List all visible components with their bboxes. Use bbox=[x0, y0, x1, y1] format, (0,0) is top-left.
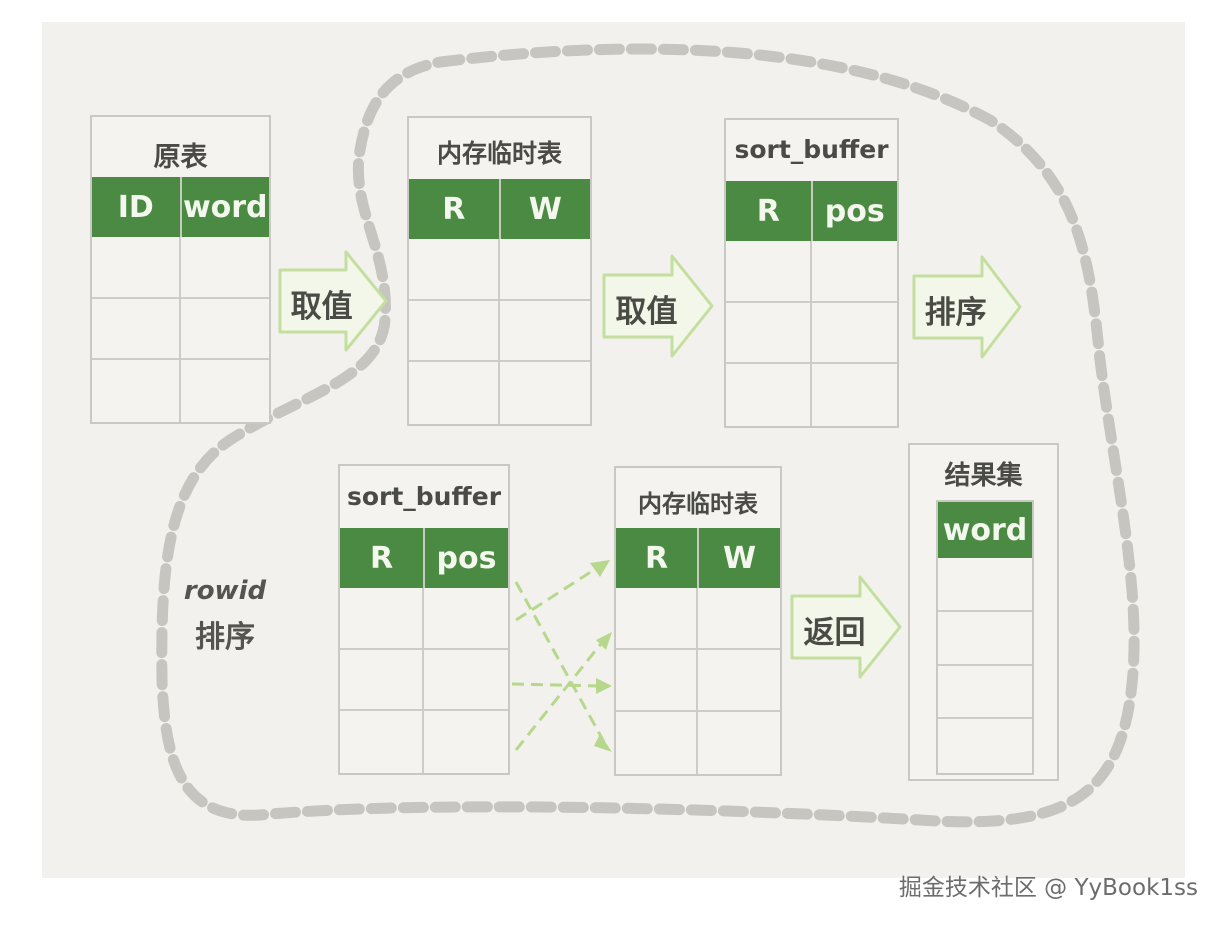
memory-temp-table-top-rows bbox=[409, 239, 590, 424]
result-set-rows bbox=[938, 558, 1032, 773]
table-cell bbox=[181, 360, 270, 422]
sort-buffer-top-title: sort_buffer bbox=[734, 135, 889, 164]
table-cell bbox=[92, 237, 181, 299]
right-arrow-icon bbox=[602, 254, 714, 358]
sort-buffer-top-rows bbox=[726, 241, 897, 426]
dashed-mapping-arrows bbox=[511, 564, 606, 751]
column-header-w: W bbox=[697, 528, 780, 588]
memory-temp-table-bottom-title: 内存临时表 bbox=[638, 490, 758, 518]
table-cell bbox=[726, 364, 812, 426]
table-cell bbox=[409, 362, 500, 424]
table-cell bbox=[811, 241, 897, 303]
table-cell bbox=[424, 588, 508, 650]
sort-buffer-bottom-rows bbox=[340, 588, 508, 773]
memory-temp-table-bottom-header: R W bbox=[616, 528, 780, 588]
table-cell bbox=[180, 299, 269, 361]
column-header-id: ID bbox=[117, 189, 154, 225]
right-arrow-icon bbox=[912, 255, 1022, 359]
table-cell bbox=[499, 301, 590, 363]
table-cell bbox=[938, 558, 1032, 612]
column-header-pos: pos bbox=[423, 528, 508, 588]
sort-buffer-bottom: sort_buffer R pos bbox=[338, 464, 510, 775]
sort-buffer-bottom-title: sort_buffer bbox=[346, 482, 502, 511]
fetch-arrow-1-label: 取值 bbox=[290, 289, 353, 325]
source-table: 原表 ID word bbox=[90, 115, 271, 424]
table-cell bbox=[726, 302, 812, 365]
column-header-r: R bbox=[369, 540, 394, 576]
column-header-pos: pos bbox=[810, 181, 898, 241]
memory-temp-table-top-title: 内存临时表 bbox=[436, 139, 562, 168]
table-cell bbox=[409, 300, 500, 363]
table-cell bbox=[500, 362, 591, 424]
column-header-r: R bbox=[756, 193, 780, 229]
dashed-boundary bbox=[156, 43, 1140, 828]
table-cell bbox=[180, 237, 269, 299]
rowid-sort-label-line1: rowid bbox=[183, 576, 267, 606]
right-arrow-icon bbox=[790, 575, 902, 679]
fetch-arrow-1: 取值 bbox=[278, 250, 390, 352]
source-table-title: 原表 bbox=[153, 142, 208, 173]
sort-arrow: 排序 bbox=[912, 255, 1024, 359]
sort-buffer-top: sort_buffer R pos bbox=[724, 118, 899, 428]
table-cell bbox=[938, 612, 1032, 666]
result-set-title: 结果集 bbox=[944, 461, 1023, 491]
memory-temp-table-top: 内存临时表 R W bbox=[407, 116, 592, 426]
rowid-sort-label: rowid 排序 bbox=[170, 576, 280, 656]
column-header-r: R bbox=[442, 191, 466, 227]
table-cell bbox=[92, 298, 181, 361]
column-header-word: word bbox=[942, 512, 1028, 548]
return-arrow-label: 返回 bbox=[803, 615, 866, 651]
table-cell bbox=[424, 650, 508, 712]
table-cell bbox=[698, 712, 780, 774]
table-cell bbox=[938, 719, 1032, 773]
table-cell bbox=[698, 588, 780, 650]
column-header-w: W bbox=[498, 179, 591, 239]
sort-buffer-bottom-header: R pos bbox=[340, 528, 508, 588]
table-cell bbox=[616, 712, 698, 774]
table-cell bbox=[726, 241, 812, 303]
table-cell bbox=[92, 360, 181, 422]
table-cell bbox=[616, 650, 698, 712]
table-cell bbox=[938, 666, 1032, 720]
result-set-inner: word bbox=[936, 500, 1034, 775]
source-table-rows bbox=[92, 237, 269, 422]
sort-buffer-top-header: R pos bbox=[726, 181, 897, 241]
fetch-arrow-2-label: 取值 bbox=[615, 294, 678, 330]
table-cell bbox=[340, 649, 424, 712]
table-cell bbox=[340, 711, 424, 773]
right-arrow-icon bbox=[278, 250, 388, 352]
table-cell bbox=[424, 711, 508, 773]
table-cell bbox=[698, 650, 780, 712]
memory-temp-table-bottom-rows bbox=[616, 588, 780, 774]
column-header-word: word bbox=[179, 177, 270, 237]
watermark: 掘金技术社区 @ YyBook1ss bbox=[898, 875, 1198, 901]
return-arrow: 返回 bbox=[790, 575, 904, 679]
rowid-sort-label-line2: 排序 bbox=[195, 620, 255, 655]
table-cell bbox=[499, 239, 590, 301]
fetch-arrow-2: 取值 bbox=[602, 254, 716, 358]
table-cell bbox=[340, 588, 424, 650]
table-cell bbox=[616, 588, 698, 650]
memory-temp-table-top-header: R W bbox=[409, 179, 590, 239]
result-set-header: word bbox=[938, 502, 1032, 558]
source-table-header: ID word bbox=[92, 177, 269, 237]
result-set-table: 结果集 word bbox=[908, 443, 1059, 781]
sort-arrow-label: 排序 bbox=[924, 295, 987, 331]
memory-temp-table-bottom: 内存临时表 R W bbox=[614, 466, 782, 776]
table-cell bbox=[811, 303, 897, 365]
table-cell bbox=[409, 239, 500, 301]
column-header-r: R bbox=[644, 540, 669, 576]
table-cell bbox=[812, 364, 898, 426]
